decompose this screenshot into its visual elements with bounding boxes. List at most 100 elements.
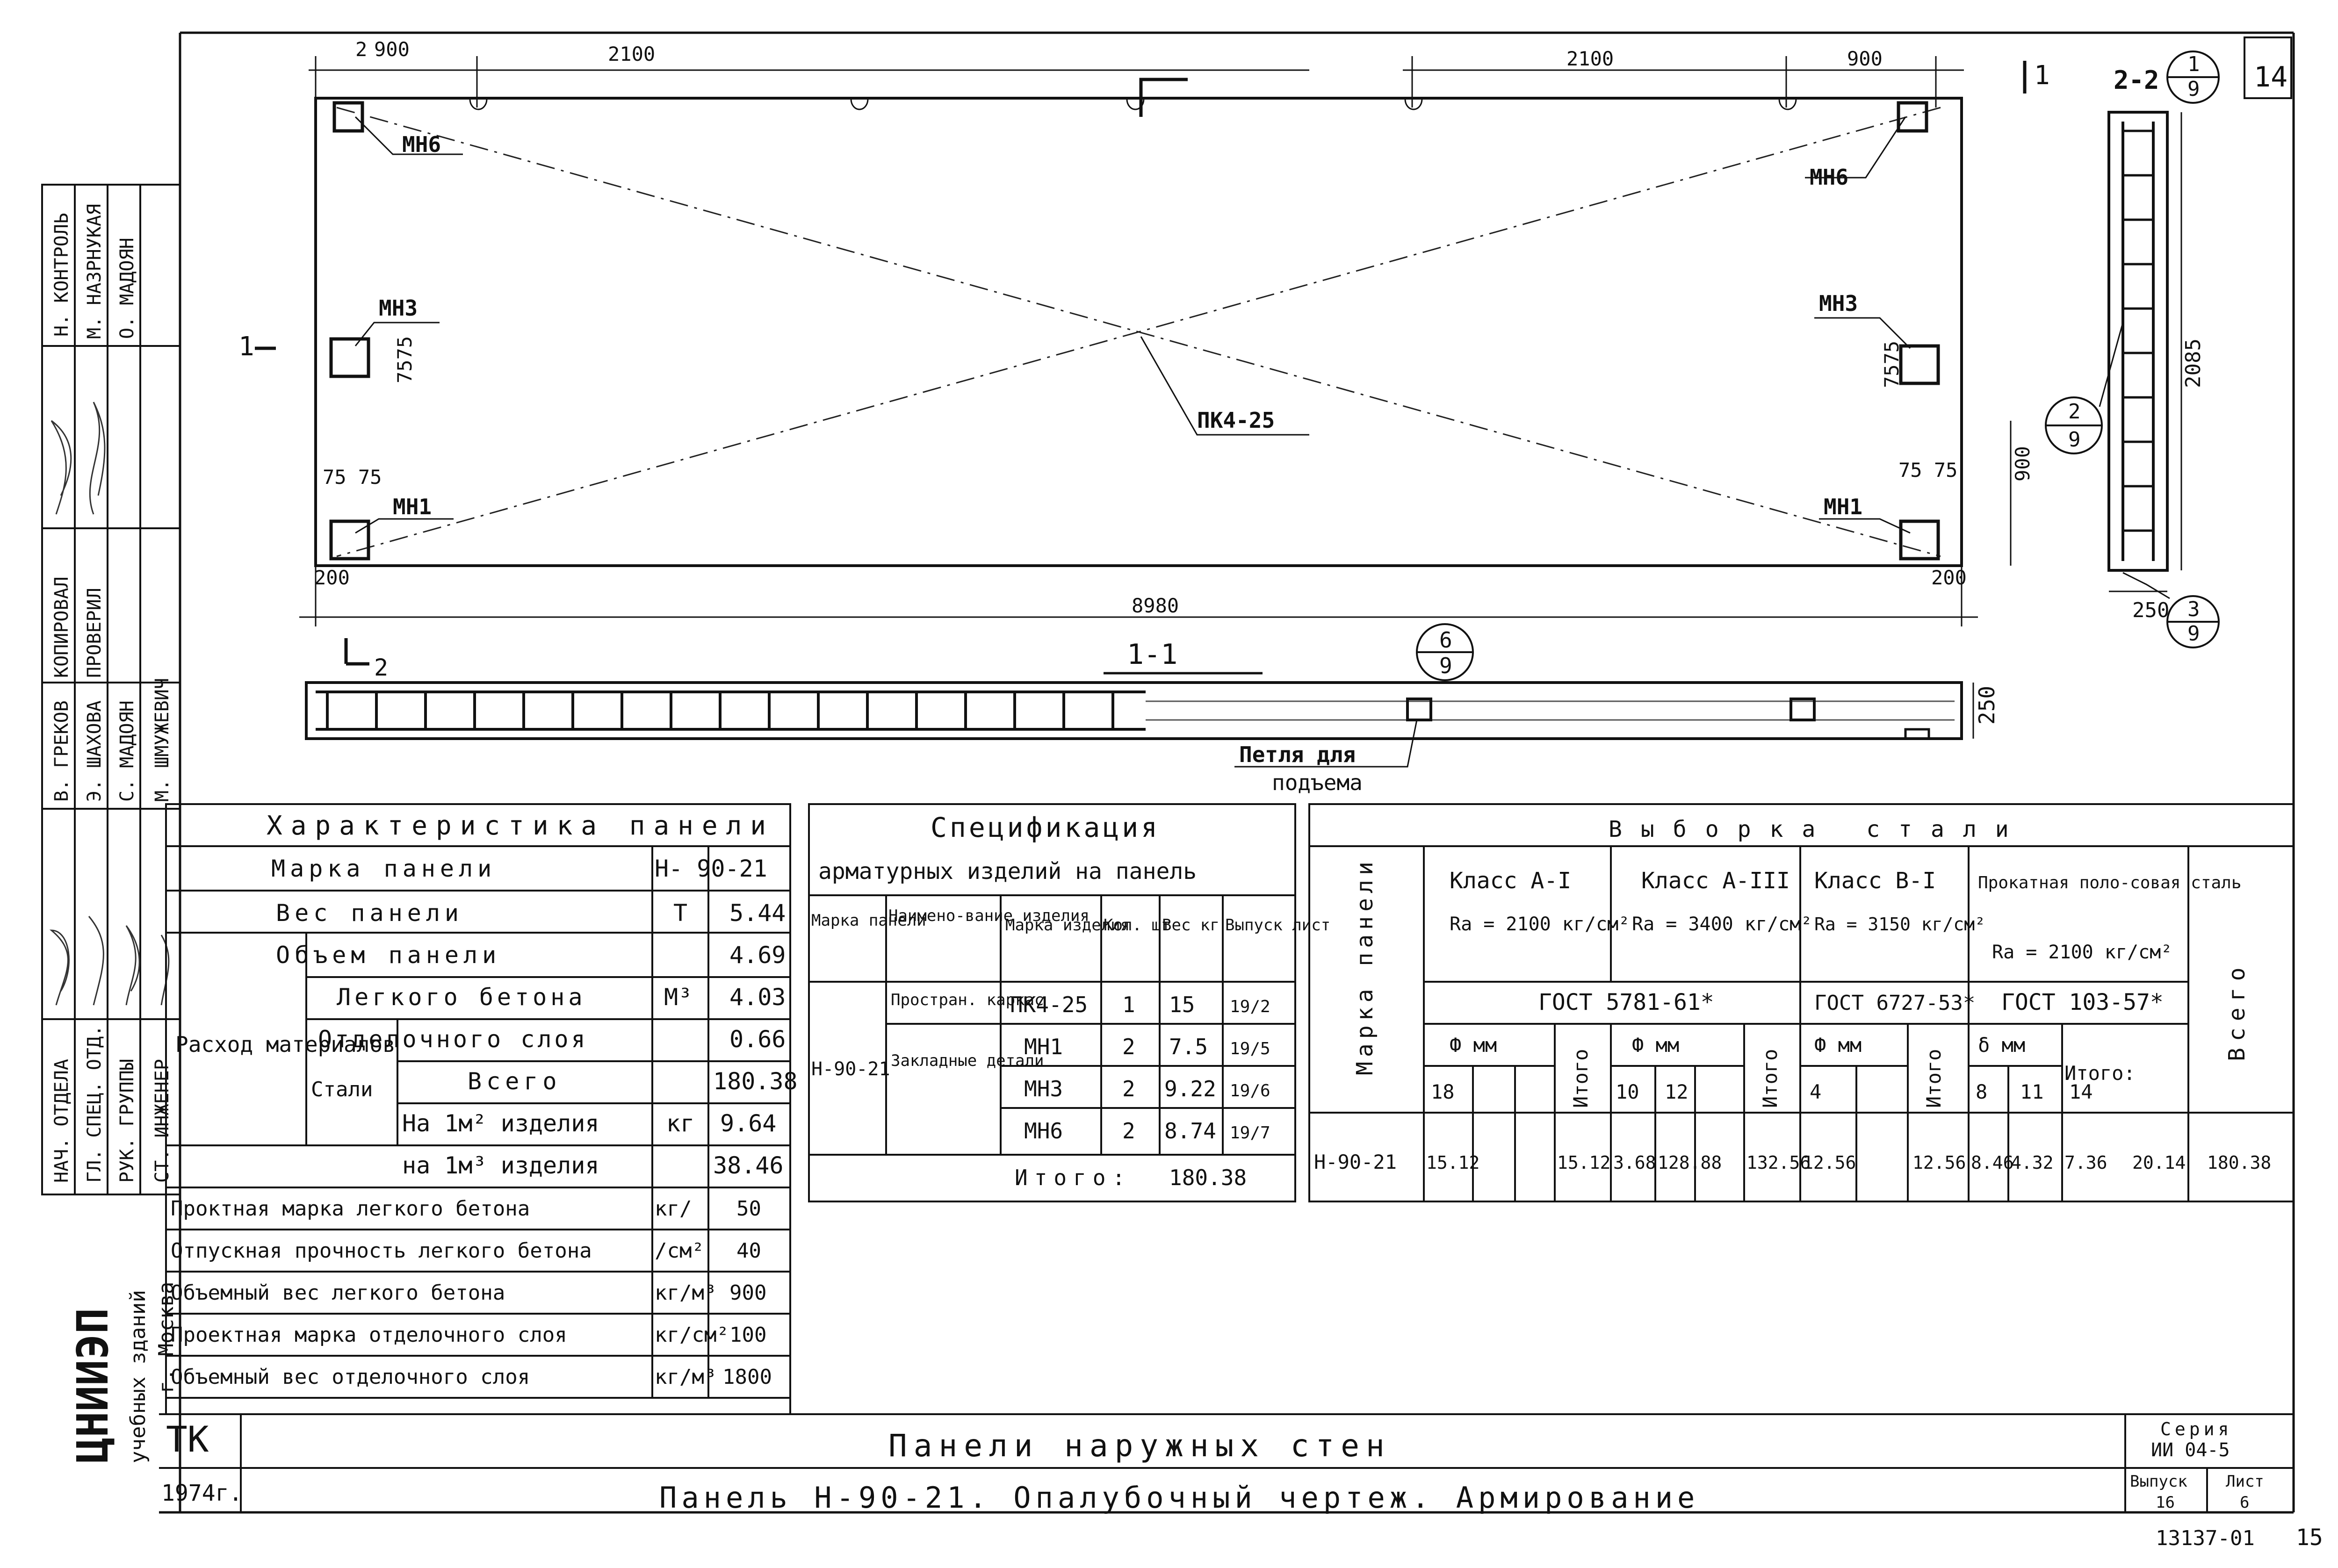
spec-header-issue: Выпуск лист xyxy=(1225,916,1330,935)
tb-doc-number: 13137-01 xyxy=(2156,1526,2255,1550)
dim-250-section: 250 xyxy=(1974,686,1999,725)
steel-vsego: Всего xyxy=(2224,961,2250,1062)
stamp-role-2: ПРОВЕРИЛ xyxy=(84,588,105,678)
steel-class-2-ra: Ra = 3400 кг/см² xyxy=(1632,913,1812,935)
stamp-role-5: РУК. ГРУППЫ xyxy=(116,1059,138,1183)
char-row-1-value: 5.44 xyxy=(729,899,786,927)
spec-row-1-qty: 2 xyxy=(1122,1034,1135,1059)
tb-title-2: Панель Н-90-21. Опалубочный чертеж. Арми… xyxy=(659,1481,1699,1515)
plan-item-labels: МН6 МН6 МН3 МН3 МН1 МН1 ПК4-25 xyxy=(379,132,1862,519)
loop-label-1: Петля для xyxy=(1239,742,1356,767)
stamp-signatures xyxy=(49,402,170,1006)
plate-mn6-left xyxy=(332,101,364,133)
tb-series-value: ИИ 04-5 xyxy=(2151,1439,2230,1461)
section-2-2-title: 2-2 xyxy=(2114,65,2159,95)
plate-mn6-right xyxy=(1897,101,1928,133)
char-materials-group: Расход материалов xyxy=(175,1032,396,1057)
char-finish-layer-value: 0.66 xyxy=(729,1026,786,1053)
steel-gost-3: ГОСТ 103-57* xyxy=(2001,989,2164,1015)
char-finish-layer: Отделочного слоя xyxy=(318,1026,588,1053)
char-extra-3-unit: кг/см² xyxy=(655,1323,729,1347)
char-extra-4-value: 1800 xyxy=(722,1365,772,1389)
callout-9b: 9 xyxy=(2068,428,2081,452)
stamp-name-4: С. МАДОЯН xyxy=(116,700,138,802)
char-steel: Стали xyxy=(311,1078,373,1101)
steel-d-8: 8 xyxy=(1976,1080,1987,1103)
label-pk4-25: ПК4-25 xyxy=(1197,408,1275,433)
char-extra-0-value: 50 xyxy=(736,1197,761,1221)
tb-page-number: 15 xyxy=(2296,1525,2323,1551)
steel-value-3: 128.88 xyxy=(1658,1152,1722,1173)
steel-value-6: 12.56 xyxy=(1912,1152,1966,1173)
dim-total-length: 8980 xyxy=(1132,594,1179,617)
dim-200-right: 200 xyxy=(1931,566,1967,589)
char-extra-1-value: 40 xyxy=(736,1239,761,1263)
stamp-name-5: М. ШМУЖЕВИЧ xyxy=(152,678,173,802)
tb-series-label: Серия xyxy=(2160,1419,2232,1439)
steel-d-14: 14 xyxy=(2069,1080,2093,1103)
spec-header-mark: Марка изделия xyxy=(1005,916,1130,935)
callout-6: 6 xyxy=(1439,627,1452,653)
steel-itogo-1: Итого xyxy=(1569,1049,1592,1108)
char-row-2-label: Объем панели xyxy=(276,942,501,969)
char-extra-1-label: Отпускная прочность легкого бетона xyxy=(171,1239,592,1263)
callout-3: 3 xyxy=(2187,597,2200,621)
org-subtitle: учебных зданий xyxy=(126,1290,150,1463)
spec-group-1: Простран. каркас xyxy=(891,991,1044,1009)
spec-title-1: Спецификация xyxy=(931,812,1160,843)
plate-mn1-right xyxy=(1899,519,1940,561)
steel-title: Выборка стали xyxy=(1609,816,2028,842)
char-steel-m2-value: 9.64 xyxy=(720,1110,776,1137)
steel-value-8: 4.32 xyxy=(2011,1152,2054,1173)
spec-total-value: 180.38 xyxy=(1169,1165,1247,1190)
dim-200-left: 200 xyxy=(314,566,350,589)
spec-title-2: арматурных изделий на панель xyxy=(818,858,1197,885)
stamp-role-1: КОПИРОВАЛ xyxy=(51,576,72,678)
stamp-role-3: НАЧ. ОТДЕЛА xyxy=(51,1059,72,1183)
char-extra-3-value: 100 xyxy=(729,1323,766,1347)
section-plate-1 xyxy=(1406,698,1432,721)
label-mn6-left: МН6 xyxy=(402,132,441,157)
stamp-name-3: Э. ШАХОВА xyxy=(84,700,105,802)
steel-class-2: Класс А-III xyxy=(1641,868,1790,894)
char-light-concrete-unit: М³ xyxy=(664,984,692,1011)
tb-year: 1974г. xyxy=(161,1480,242,1506)
plate-mn3-left xyxy=(329,337,370,378)
char-title: Характеристика панели xyxy=(267,811,774,841)
dim-top-900-left: 900 xyxy=(374,38,410,61)
char-extra-4-unit: кг/м³ xyxy=(655,1365,716,1389)
section-plate-3 xyxy=(1904,728,1930,740)
stamp-role-0: Н. КОНТРОЛЬ xyxy=(51,213,72,337)
steel-value-0: 15.12 xyxy=(1426,1152,1479,1173)
char-extra-2-label: Объемный вес легкого бетона xyxy=(171,1281,505,1305)
stamp-role-6: СТ. ИНЖЕНЕР xyxy=(152,1059,173,1183)
steel-class-1-ra: Ra = 2100 кг/см² xyxy=(1450,913,1630,935)
char-steel-total-value: 180.38 xyxy=(713,1068,798,1095)
dim-2085: 2085 xyxy=(2181,338,2205,388)
dim-75-vertical-left: 7575 xyxy=(393,336,416,383)
section-1-1-stirrups xyxy=(326,692,1114,729)
corner-number: 14 xyxy=(2254,61,2287,94)
plan-dimension-labels: 2 900 2100 2100 900 8980 200 200 75 75 7… xyxy=(238,38,2050,681)
stamp-name-0: М. НАЗРНУКАЯ xyxy=(84,204,105,339)
dim-75-left: 75 75 xyxy=(323,466,382,489)
steel-value-10: 20.14 xyxy=(2132,1152,2186,1173)
callout-9a: 9 xyxy=(1439,653,1452,678)
dim-top-2: 2 xyxy=(355,38,367,61)
callout-2: 2 xyxy=(2068,400,2081,424)
steel-selection-table: Выборка стали Марка панели Класс А-I Ra … xyxy=(1308,803,2295,1202)
section-mark-1-right: 1 xyxy=(2034,60,2050,91)
char-extra-0-unit: кг/ xyxy=(655,1197,692,1221)
spec-row-0-weight: 15 xyxy=(1169,992,1195,1017)
spec-row-0-qty: 1 xyxy=(1122,992,1135,1017)
spec-panel: Н-90-21 xyxy=(811,1058,890,1080)
spec-header-name: Наимено-вание изделия xyxy=(888,906,1090,925)
spec-group-2: Закладные детали xyxy=(891,1051,1044,1070)
dim-top-900-right: 900 xyxy=(1847,47,1883,70)
label-mn1-left: МН1 xyxy=(393,494,432,519)
spec-row-3-mark: МН6 xyxy=(1024,1118,1063,1144)
stamp-name-2: В. ГРЕКОВ xyxy=(51,700,72,802)
steel-phi-3: Ф мм xyxy=(1814,1034,1862,1057)
spec-header-weight: Вес кг xyxy=(1162,916,1220,935)
steel-gost-1: ГОСТ 5781-61* xyxy=(1538,989,1714,1015)
